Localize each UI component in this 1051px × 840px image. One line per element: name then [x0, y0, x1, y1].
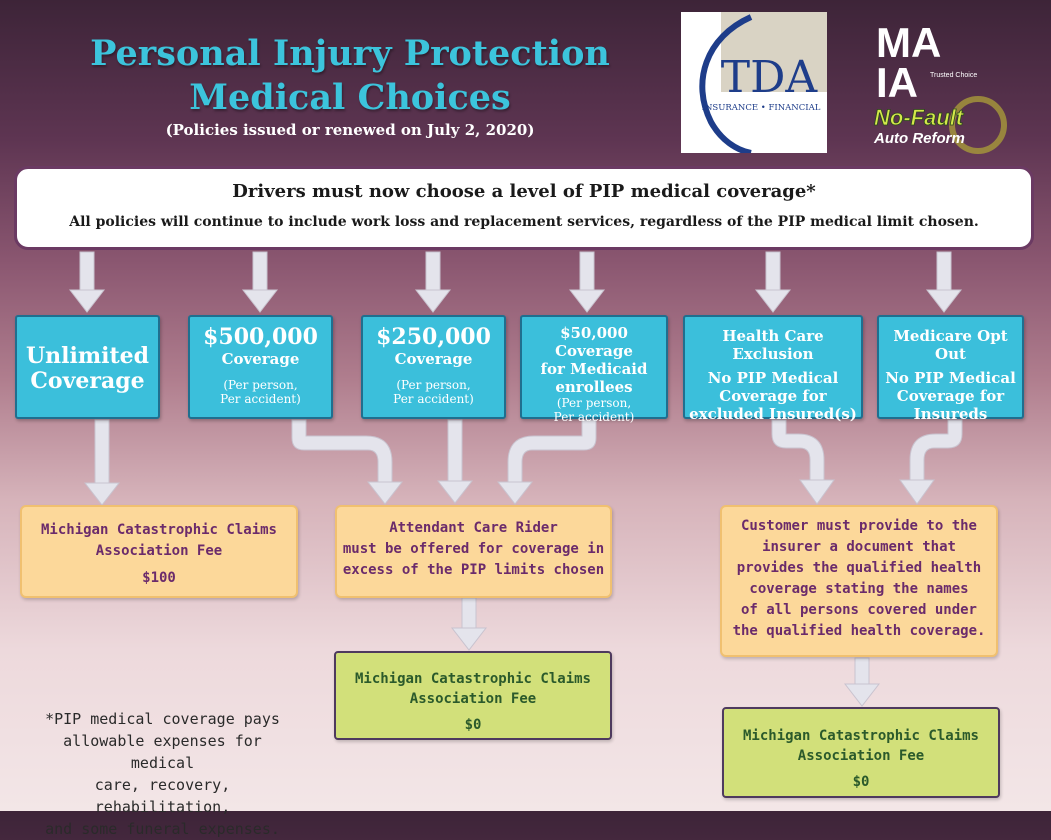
maia-trusted-choice: Trusted Choice	[930, 72, 977, 79]
arrow-customer-to-fee-0-right	[843, 657, 881, 707]
option-health-exclusion-line4: excluded Insured(s)	[689, 405, 857, 423]
option-health-care-exclusion: Health Care Exclusion No PIP Medical Cov…	[683, 315, 863, 423]
banner-heading: Drivers must now choose a level of PIP m…	[232, 181, 816, 202]
maia-reform-text: Auto Reform	[873, 130, 965, 147]
arrow-50k-to-attendant	[496, 419, 597, 505]
option-500k-per-accident: Per accident)	[220, 392, 301, 406]
option-health-exclusion-line2: No PIP Medical	[707, 369, 839, 387]
maia-logo-graphic: MA IA Trusted Choice No-Fault Auto Refor…	[873, 19, 1007, 154]
option-250k-per-person: (Per person,	[396, 378, 471, 392]
title-line-2: Medical Choices	[189, 77, 511, 118]
mccaf-0-right-fee: $0	[852, 774, 870, 790]
attendant-line1: Attendant Care Rider	[389, 520, 558, 536]
arrow-medicare-to-customer	[899, 419, 963, 505]
option-50k-enrollees: enrollees	[555, 378, 633, 396]
customer-line3: provides the qualified health	[736, 560, 982, 576]
arrow-banner-to-medicare-opt-out	[925, 251, 963, 313]
tda-logo-subtext: INSURANCE • FINANCIAL	[702, 103, 821, 113]
maia-logo: MA IA Trusted Choice No-Fault Auto Refor…	[868, 15, 1033, 160]
customer-line4: coverage stating the names	[749, 581, 969, 597]
option-medicare-opt-out: Medicare Opt Out No PIP Medical Coverage…	[877, 315, 1024, 423]
mccaf-100-line2: Association Fee	[95, 543, 223, 559]
maia-nofault-text: No-Fault	[874, 105, 965, 130]
option-500k-coverage: Coverage	[221, 350, 300, 368]
mccaf-0-mid-line1: Michigan Catastrophic Claims	[354, 671, 591, 687]
option-health-exclusion-line3: Coverage for	[719, 387, 827, 405]
attendant-line2: must be offered for coverage in	[342, 541, 605, 557]
arrow-banner-to-50k	[568, 251, 606, 313]
attendant-care-rider-box: Attendant Care Rider must be offered for…	[335, 505, 612, 598]
arrow-500k-to-attendant	[291, 419, 404, 505]
option-medicare-line2: No PIP Medical	[885, 369, 1016, 387]
option-unlimited: Unlimited Coverage	[15, 315, 160, 419]
tda-logo-graphic: TDA INSURANCE • FINANCIAL	[699, 12, 827, 153]
option-500k: $500,000 Coverage (Per person, Per accid…	[188, 315, 333, 419]
option-50k-per-accident: Per accident)	[553, 410, 635, 424]
customer-line5: of all persons covered under	[740, 602, 977, 618]
arrow-banner-to-250k	[414, 251, 452, 313]
mccaf-0-right-line2: Association Fee	[797, 748, 925, 764]
customer-document-box: Customer must provide to the insurer a d…	[720, 505, 998, 657]
option-unlimited-line1: Unlimited	[25, 343, 150, 369]
mccaf-fee-0-mid-box: Michigan Catastrophic Claims Association…	[334, 651, 612, 740]
mccaf-fee-100-box: Michigan Catastrophic Claims Association…	[20, 505, 298, 598]
option-50k-amount: $50,000 Coverage	[555, 324, 633, 360]
option-50k-medicaid-line: for Medicaid	[540, 360, 648, 378]
option-500k-per-person: (Per person,	[223, 378, 298, 392]
flow-arrows	[68, 251, 963, 707]
footnote-line1: *PIP medical coverage pays	[45, 710, 280, 728]
page-title: Personal Injury Protection Medical Choic…	[30, 32, 670, 120]
option-medicare-line3: Coverage for	[896, 387, 1005, 405]
coverage-banner: Drivers must now choose a level of PIP m…	[14, 166, 1034, 250]
footnote-line4: and some funeral expenses.	[45, 820, 280, 838]
option-250k-coverage: Coverage	[394, 350, 473, 368]
option-50k-medicaid: $50,000 Coverage for Medicaid enrollees …	[520, 315, 668, 424]
tda-logo-text: TDA	[721, 52, 819, 103]
arrow-banner-to-unlimited	[68, 251, 106, 313]
arrow-health-exclusion-to-customer	[771, 419, 835, 505]
option-500k-amount: $500,000	[203, 324, 318, 350]
footnote-line2: allowable expenses for medical	[63, 732, 262, 772]
arrow-unlimited-to-fee-100	[83, 419, 121, 506]
maia-text-ma: MA	[876, 19, 941, 66]
customer-line1: Customer must provide to the	[740, 518, 977, 534]
banner-subtext: All policies will continue to include wo…	[69, 214, 979, 230]
customer-line2: insurer a document that	[762, 539, 956, 555]
mccaf-100-fee: $100	[142, 570, 176, 586]
arrow-banner-to-500k	[241, 251, 279, 313]
arrow-attendant-to-fee-0-mid	[450, 597, 488, 651]
option-medicare-title: Medicare Opt Out	[893, 327, 1008, 363]
option-250k-per-accident: Per accident)	[393, 392, 474, 406]
mccaf-100-line1: Michigan Catastrophic Claims	[40, 522, 277, 538]
mccaf-0-mid-fee: $0	[464, 717, 482, 733]
option-medicare-line4: Insureds	[913, 405, 988, 423]
maia-text-ia: IA	[876, 59, 918, 106]
title-line-1: Personal Injury Protection	[90, 33, 610, 74]
mccaf-fee-0-right-box: Michigan Catastrophic Claims Association…	[722, 707, 1000, 798]
option-unlimited-line2: Coverage	[30, 368, 145, 394]
arrow-banner-to-health-exclusion	[754, 251, 792, 313]
customer-line6: the qualified health coverage.	[732, 623, 986, 639]
mccaf-0-right-line1: Michigan Catastrophic Claims	[742, 728, 979, 744]
tda-logo: TDA INSURANCE • FINANCIAL	[681, 12, 827, 153]
attendant-line3: excess of the PIP limits chosen	[342, 562, 605, 578]
mccaf-0-mid-line2: Association Fee	[409, 691, 537, 707]
option-50k-per-person: (Per person,	[556, 396, 632, 410]
footnote: *PIP medical coverage pays allowable exp…	[30, 708, 295, 840]
arrow-250k-to-attendant	[436, 419, 474, 504]
option-250k-amount: $250,000	[376, 324, 491, 350]
page-subtitle: (Policies issued or renewed on July 2, 2…	[165, 121, 535, 139]
option-health-exclusion-title: Health Care Exclusion	[722, 327, 824, 363]
option-250k: $250,000 Coverage (Per person, Per accid…	[361, 315, 506, 419]
footnote-line3: care, recovery, rehabilitation,	[94, 776, 231, 816]
